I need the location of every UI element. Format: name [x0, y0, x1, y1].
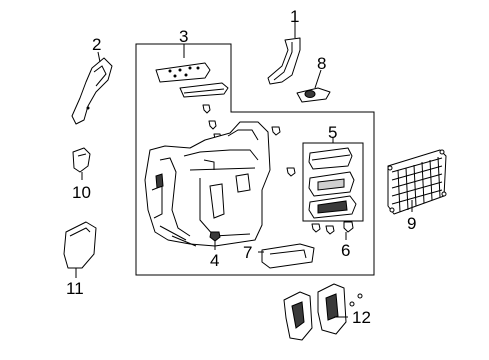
callout-6: 6	[341, 241, 350, 260]
callout-1: 1	[290, 7, 299, 26]
callout-4: 4	[210, 251, 219, 270]
part-2-pillar	[71, 57, 113, 125]
callout-3: 3	[179, 27, 188, 46]
part-5-lower-panel	[308, 195, 357, 219]
callout-8: 8	[317, 54, 326, 73]
part-3-quarter-trim-panel	[144, 121, 271, 247]
part-5-upper-panel	[308, 147, 353, 170]
callout-2: 2	[92, 35, 101, 54]
part-5-middle-panel	[308, 171, 355, 197]
part-12-bracket-right	[317, 283, 363, 335]
leader-2	[97, 51, 101, 63]
part-3-lower-trim	[179, 82, 229, 98]
callout-12: 12	[352, 308, 371, 327]
part-1-pillar-trim	[267, 37, 301, 85]
part-7-tray	[261, 243, 315, 269]
part-3-upper-trim	[155, 62, 211, 83]
leader-8	[314, 69, 322, 89]
part-12-bracket-left	[283, 291, 313, 341]
part-9-cargo-net	[387, 149, 447, 215]
part-6-clips	[311, 221, 354, 235]
callout-5: 5	[328, 123, 337, 142]
callout-7: 7	[243, 243, 252, 262]
callout-11: 11	[66, 279, 84, 298]
group-box-3	[135, 43, 375, 276]
callout-9: 9	[407, 214, 416, 233]
part-10-clip-cover	[72, 147, 91, 173]
part-8-grommet	[296, 87, 331, 103]
part-11-side-panel	[63, 221, 97, 269]
callout-10: 10	[72, 183, 91, 202]
part-4-push-clip	[209, 231, 221, 242]
